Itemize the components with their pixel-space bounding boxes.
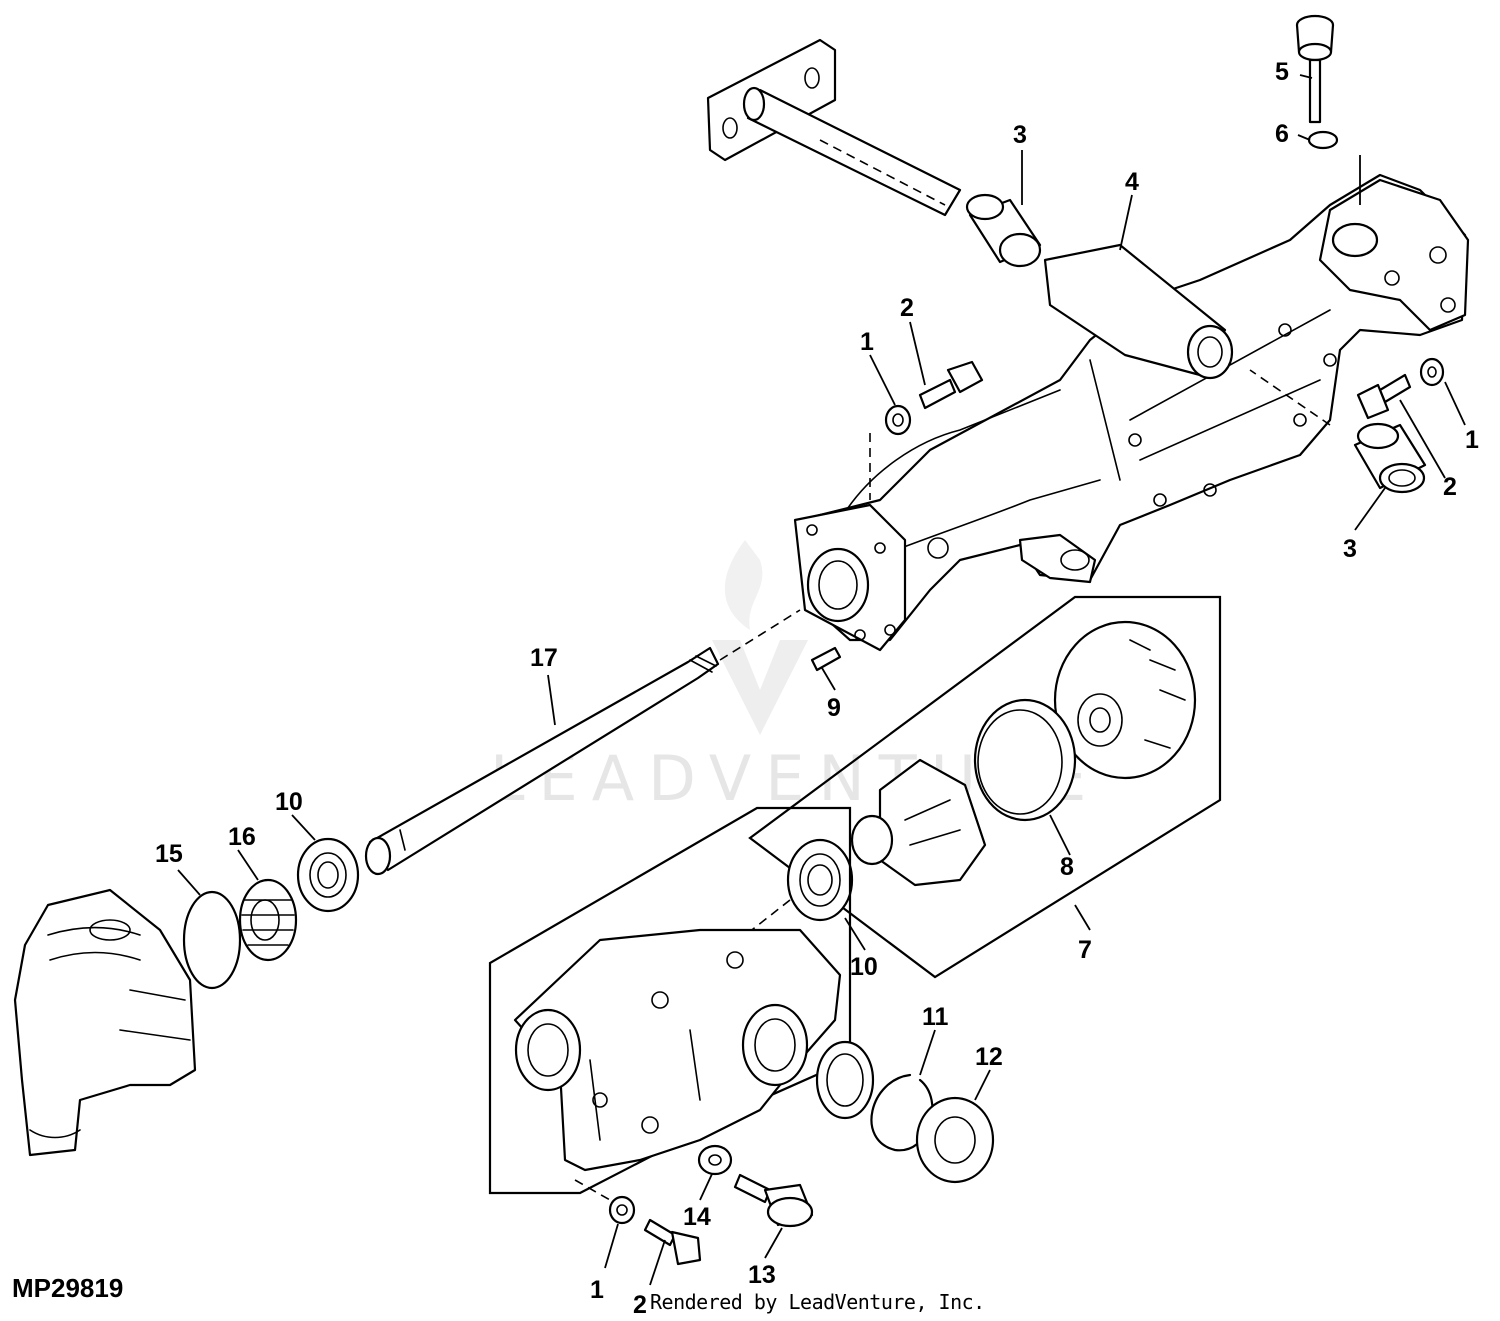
spur-gear <box>238 878 298 962</box>
differential-case <box>1053 620 1197 780</box>
callout-2-lower: 2 <box>633 1291 647 1319</box>
fill-plug-dipstick <box>1295 14 1335 124</box>
bearing-left <box>296 837 360 913</box>
bushing-lower <box>1353 422 1427 494</box>
callout-16: 16 <box>228 823 256 851</box>
callout-2-right: 2 <box>1443 473 1457 501</box>
callout-14: 14 <box>683 1203 711 1231</box>
side-cover-group-box <box>488 806 852 1195</box>
callout-13: 13 <box>748 1261 776 1289</box>
side-cover <box>513 928 842 1172</box>
differential-group-box <box>748 595 1222 979</box>
axle-housing <box>793 173 1470 652</box>
spindle-housing <box>13 888 197 1157</box>
watermark-logo <box>712 540 808 735</box>
lip-seal <box>915 1096 995 1184</box>
axle-shaft <box>364 646 720 876</box>
callout-4: 4 <box>1125 168 1139 196</box>
callout-3-right: 3 <box>1343 535 1357 563</box>
callout-7: 7 <box>1078 936 1092 964</box>
callout-17: 17 <box>530 644 558 672</box>
ring-band <box>973 698 1077 822</box>
flat-washer <box>697 1144 733 1176</box>
oil-seal <box>815 1040 875 1120</box>
callout-6: 6 <box>1275 120 1289 148</box>
callout-11: 11 <box>922 1003 949 1031</box>
callout-2-upper-left: 2 <box>900 294 914 322</box>
leader-lines <box>177 74 1466 1286</box>
washer-upper-left <box>884 404 912 436</box>
bolt-upper-right <box>1356 373 1412 420</box>
callout-9: 9 <box>827 694 841 722</box>
pivot-pin-bracket <box>706 38 962 217</box>
callout-5: 5 <box>1275 58 1289 86</box>
roll-pin <box>810 646 842 672</box>
callout-3-upper: 3 <box>1013 121 1027 149</box>
figure-reference: MP29819 <box>12 1273 124 1303</box>
snap-ring <box>182 890 242 990</box>
callout-1-right: 1 <box>1465 426 1479 454</box>
callout-8: 8 <box>1060 853 1074 881</box>
bushing-upper <box>965 193 1042 268</box>
callout-1-upper-left: 1 <box>860 328 874 356</box>
render-credit: Rendered by LeadVenture, Inc. <box>650 1290 985 1314</box>
callout-12: 12 <box>975 1043 1003 1071</box>
callout-10-left: 10 <box>275 788 303 816</box>
callout-10-right: 10 <box>850 953 878 981</box>
bolt-lower <box>643 1218 702 1266</box>
washer-upper-right <box>1419 357 1445 387</box>
flange-bolt <box>733 1173 814 1228</box>
callout-labels: 5 6 3 4 2 1 1 2 3 9 17 10 16 15 10 7 8 1… <box>155 58 1479 1319</box>
o-ring <box>1307 130 1339 150</box>
callout-1-lower: 1 <box>590 1276 604 1304</box>
bolt-upper-left <box>918 360 984 410</box>
bearing-right <box>786 838 854 922</box>
washer-lower <box>608 1195 636 1225</box>
callout-15: 15 <box>155 840 183 868</box>
differential-carrier <box>850 758 987 887</box>
